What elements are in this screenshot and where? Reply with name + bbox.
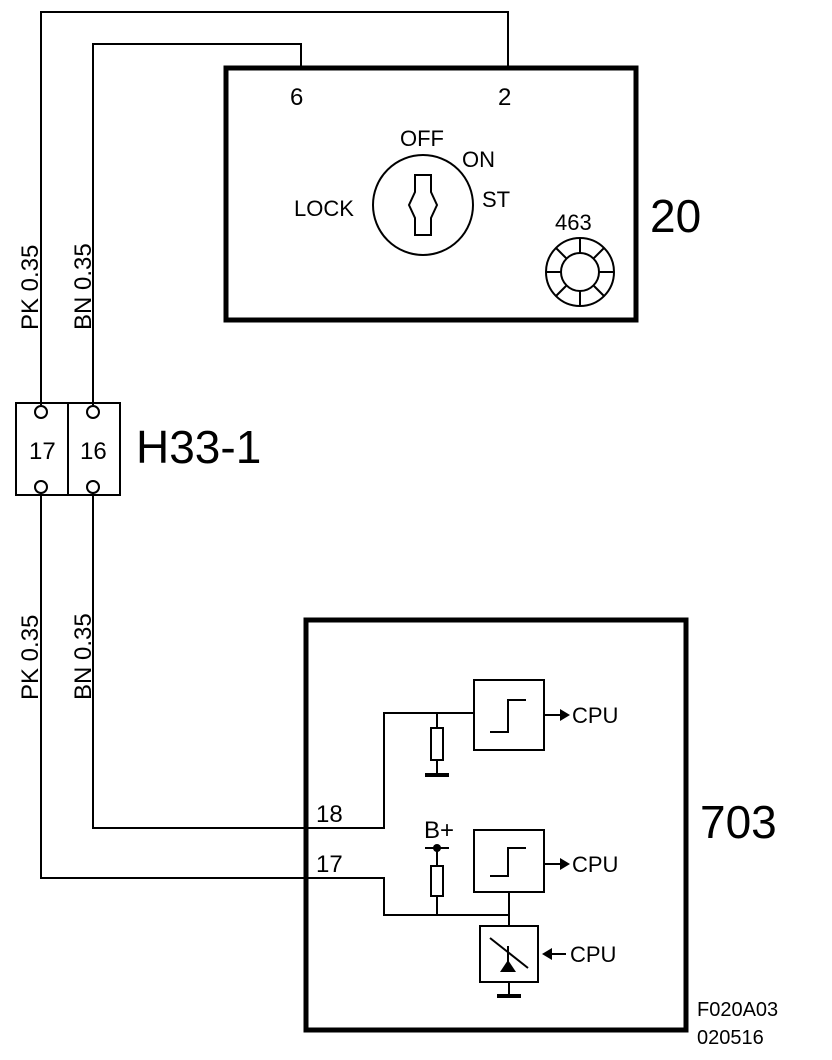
- control-unit: 703 18 17 B+ CPU CPU: [303, 617, 777, 1033]
- cpu-label-3: CPU: [570, 942, 616, 967]
- pull-down-resistor: [430, 727, 444, 761]
- position-st-label: ST: [482, 187, 510, 212]
- control-unit-box: [303, 617, 689, 1033]
- bn-wire-lower-label: BN 0.35: [70, 613, 97, 700]
- pin-hole: [86, 480, 100, 494]
- cpu-label-1: CPU: [572, 703, 618, 728]
- figure-id-line2: 020516: [697, 1027, 764, 1049]
- sub-component-ref: 463: [555, 210, 592, 235]
- connector-ref: H33-1: [136, 421, 261, 473]
- bn-wire-upper: [92, 43, 302, 405]
- figure-id-line1: F020A03: [697, 999, 778, 1021]
- connector-pin-17: 17: [29, 438, 56, 465]
- pin-2-label: 2: [498, 84, 511, 111]
- position-on-label: ON: [462, 147, 495, 172]
- pin-hole: [86, 405, 100, 419]
- pk-wire-lower: [40, 493, 306, 879]
- connector-h33-1: 17 16 H33-1: [15, 402, 261, 496]
- bn-wire-lower: [92, 493, 306, 829]
- ignition-switch: 6 2 OFF ON ST LOCK 463 20: [223, 65, 701, 323]
- lock-cylinder: [372, 154, 474, 256]
- position-lock-label: LOCK: [294, 196, 354, 221]
- position-off-label: OFF: [400, 126, 444, 151]
- bn-wire-upper-label: BN 0.35: [70, 243, 97, 330]
- pk-wire-lower-label: PK 0.35: [17, 615, 44, 700]
- pin-hole: [34, 405, 48, 419]
- ignition-switch-ref: 20: [650, 190, 701, 242]
- ring-connector-icon: [545, 237, 615, 307]
- pk-wire-upper-label: PK 0.35: [17, 245, 44, 330]
- pull-up-resistor: [430, 865, 444, 897]
- supply-label: B+: [424, 817, 454, 844]
- control-unit-ref: 703: [700, 796, 777, 848]
- connector-pin-16: 16: [80, 438, 107, 465]
- input-comparator-2: [473, 829, 545, 893]
- ignition-switch-box: [223, 65, 639, 323]
- pin-18-label: 18: [316, 801, 343, 828]
- cpu-label-2: CPU: [572, 852, 618, 877]
- pin-6-label: 6: [290, 84, 303, 111]
- pk-wire-upper: [40, 11, 509, 405]
- pin-hole: [34, 480, 48, 494]
- pin-17-label: 17: [316, 851, 343, 878]
- key-slot-icon: [407, 174, 439, 236]
